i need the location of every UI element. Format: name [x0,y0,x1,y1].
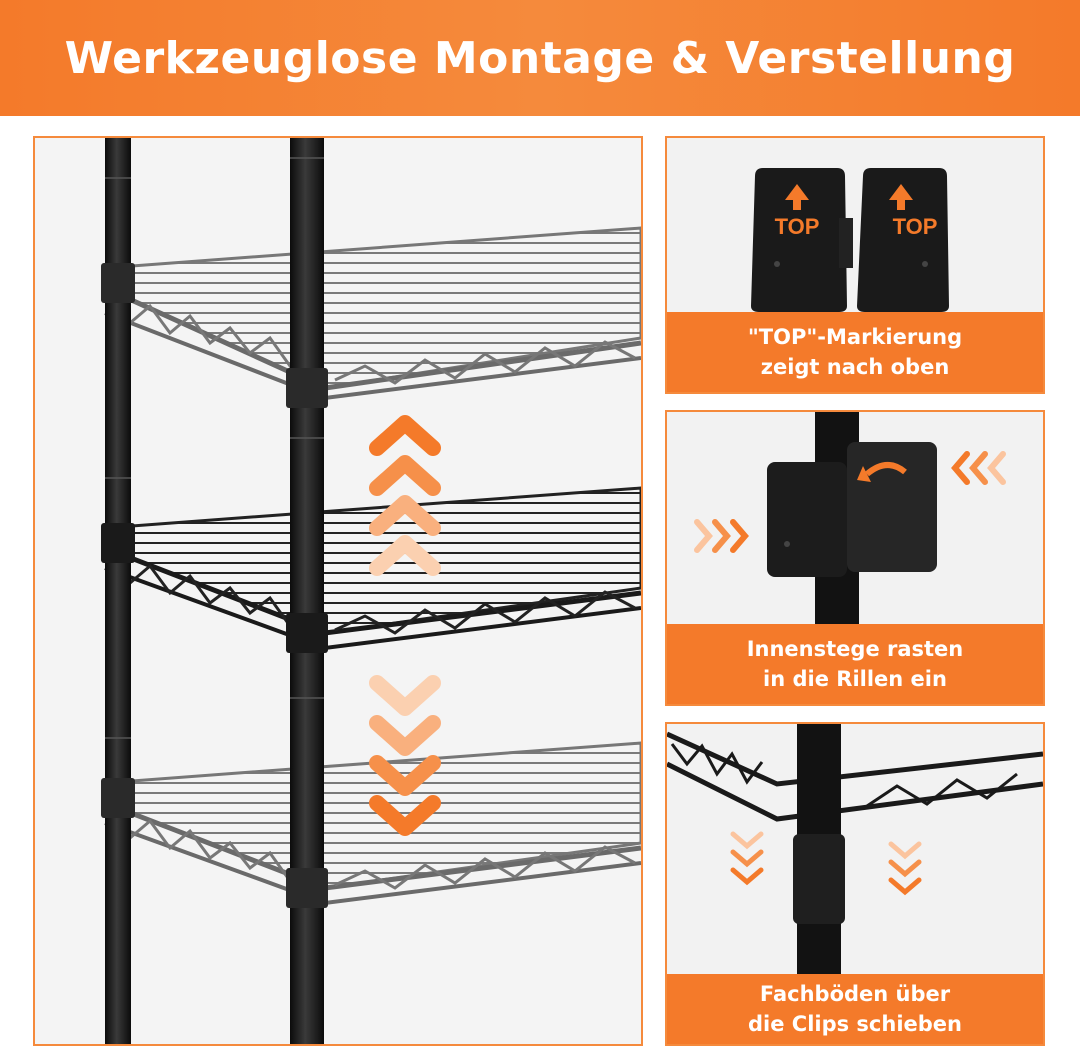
collar [101,263,135,303]
caption-slide-shelves: Fachböden über die Clips schieben [667,974,1043,1044]
shelf-illustration-panel [33,136,643,1046]
arrows-right-icon [694,519,749,553]
top-label-right: TOP [893,214,938,239]
arrows-down-icon [730,831,922,896]
clip [793,834,845,924]
top-label-left: TOP [775,214,820,239]
arrow-up-icon [889,184,913,210]
up-arrows-icon [369,415,441,576]
shelf-top [103,226,641,401]
collar [101,778,135,818]
arrow-up-icon [785,184,809,210]
pole-right [290,138,324,1044]
clip-snap-panel: Innenstege rasten in die Rillen ein [665,410,1045,706]
top-marking-panel: TOP TOP "TOP"-Markierung zeigt nach oben [665,136,1045,394]
shelf-illustration [101,138,641,1044]
arrows-left-icon [951,451,1006,485]
collar [101,523,135,563]
down-arrows-icon [369,675,441,836]
top-clips-illustration: TOP TOP [751,168,949,312]
clip-half-right [847,442,937,572]
collar [286,613,328,653]
clip-left: TOP [751,168,853,312]
caption-top-marking: "TOP"-Markierung zeigt nach oben [667,312,1043,392]
rotate-arrow-icon [865,462,907,477]
collar [286,368,328,408]
clip-snap-illustration [694,412,1006,626]
page-title: Werkzeuglose Montage & Verstellung [64,32,1016,84]
caption-clip-snap: Innenstege rasten in die Rillen ein [667,624,1043,704]
slide-shelves-panel: Fachböden über die Clips schieben [665,722,1045,1046]
clip-right: TOP [857,168,949,312]
slide-shelf-illustration [667,724,1043,976]
collar [286,868,328,908]
title-banner: Werkzeuglose Montage & Verstellung [0,0,1080,116]
clip-half-left [767,462,847,577]
